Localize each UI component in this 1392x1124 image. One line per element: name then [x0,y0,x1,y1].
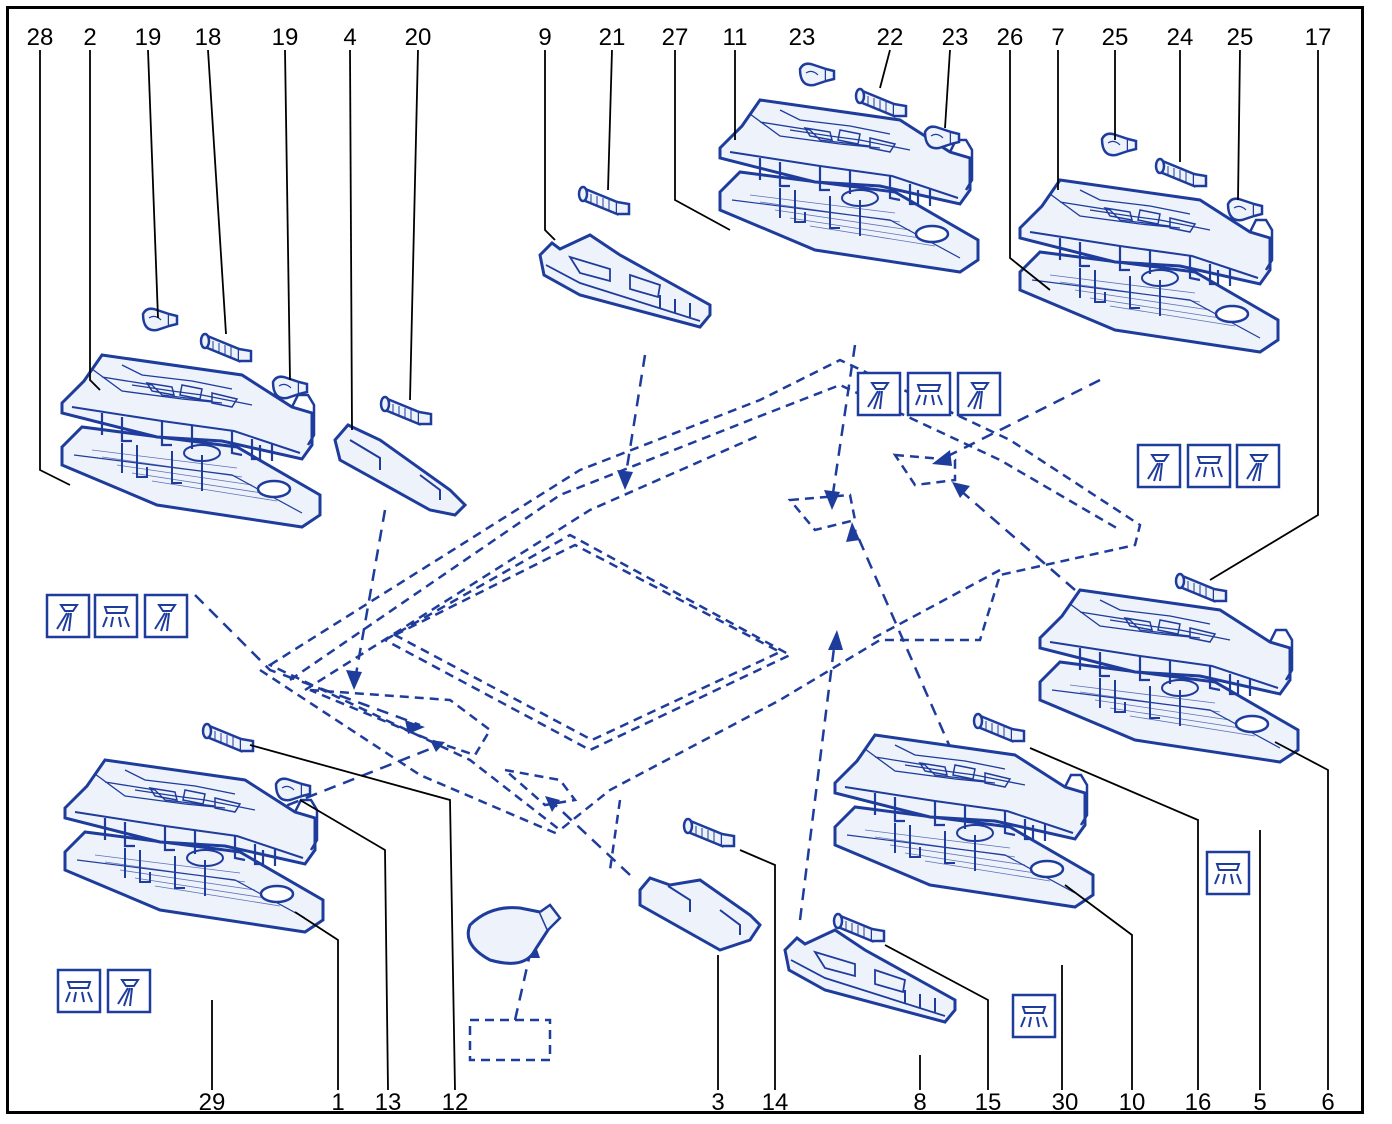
label-22: 22 [877,24,904,51]
bulb-17 [1174,572,1228,603]
bulb-22 [854,87,908,118]
icon-group-c [1136,443,1281,489]
bottom-labels: 29 1 13 12 3 14 8 15 30 10 16 5 6 [199,1089,1335,1116]
courtesy-lamp-4 [333,423,468,517]
explosion-lines [194,344,1101,1021]
bulb-12 [201,722,255,753]
label-28: 28 [27,24,54,51]
leader-lines [39,49,1329,1091]
label-10: 10 [1119,1089,1146,1116]
bulb-14 [682,817,736,848]
spot-light-icon [143,593,189,639]
lamp-assembly-6-5 [1038,588,1300,764]
label-11: 11 [723,24,748,51]
dome-light-icon [906,371,952,417]
dome-light-icon [1205,850,1251,896]
label-23b: 23 [942,24,969,51]
label-18: 18 [195,24,222,51]
wedge-bulb-19a [141,307,179,332]
bulb-20 [379,395,433,426]
label-8: 8 [913,1089,926,1116]
bulb-18 [199,332,253,363]
label-30: 30 [1052,1089,1079,1116]
icon-single-2 [1011,993,1057,1039]
label-6: 6 [1321,1089,1334,1116]
label-16: 16 [1185,1089,1212,1116]
dome-light-icon [56,968,102,1014]
spot-light-icon [106,968,152,1014]
dome-light-icon [1186,443,1232,489]
label-2: 2 [83,24,96,51]
label-19: 19 [135,24,162,51]
label-27: 27 [662,24,689,51]
label-19b: 19 [272,24,299,51]
spot-light-icon [45,593,91,639]
label-25: 25 [1102,24,1129,51]
label-26: 26 [997,24,1024,51]
label-4: 4 [343,24,356,51]
label-20: 20 [405,24,432,51]
label-17: 17 [1305,24,1332,51]
label-3: 3 [711,1089,724,1116]
top-labels: 28 2 19 18 19 4 20 9 21 27 11 23 22 23 2… [27,24,1332,51]
label-5: 5 [1253,1089,1266,1116]
courtesy-lamp-3 [638,876,762,952]
label-21: 21 [599,24,626,51]
dome-light-icon [93,593,139,639]
spot-light-icon [856,371,902,417]
icon-group-b [856,371,1002,417]
label-12: 12 [442,1089,469,1116]
bulb-21 [577,185,631,216]
lamp-assembly-10-30 [833,733,1095,909]
icon-group-a [45,593,189,639]
spot-light-icon [1235,443,1281,489]
label-24: 24 [1167,24,1194,51]
label-23: 23 [789,24,816,51]
roof-outline [259,358,1142,871]
wedge-bulb-23a [798,62,836,87]
dome-light-icon [1011,993,1057,1039]
reading-lamp-8 [783,928,957,1024]
label-14: 14 [762,1089,789,1116]
wedge-bulb-13 [274,777,312,802]
spot-light-icon [1136,443,1182,489]
label-29: 29 [199,1089,226,1116]
wedge-bulb-25a [1100,132,1138,157]
bulb-24 [1154,157,1208,188]
label-1: 1 [331,1089,344,1116]
spot-light-icon [956,371,1002,417]
label-15: 15 [975,1089,1002,1116]
label-9: 9 [538,24,551,51]
bulb-16 [972,712,1026,743]
wedge-bulb-25b [1226,197,1264,222]
reading-lamp-9 [538,233,712,329]
label-25b: 25 [1227,24,1254,51]
lamp-assembly-11-27 [718,98,980,274]
label-13: 13 [375,1089,402,1116]
icon-single-1 [1205,850,1251,896]
spare-ball-bulb [466,903,562,1062]
label-7: 7 [1051,24,1064,51]
icon-group-d [56,968,152,1014]
